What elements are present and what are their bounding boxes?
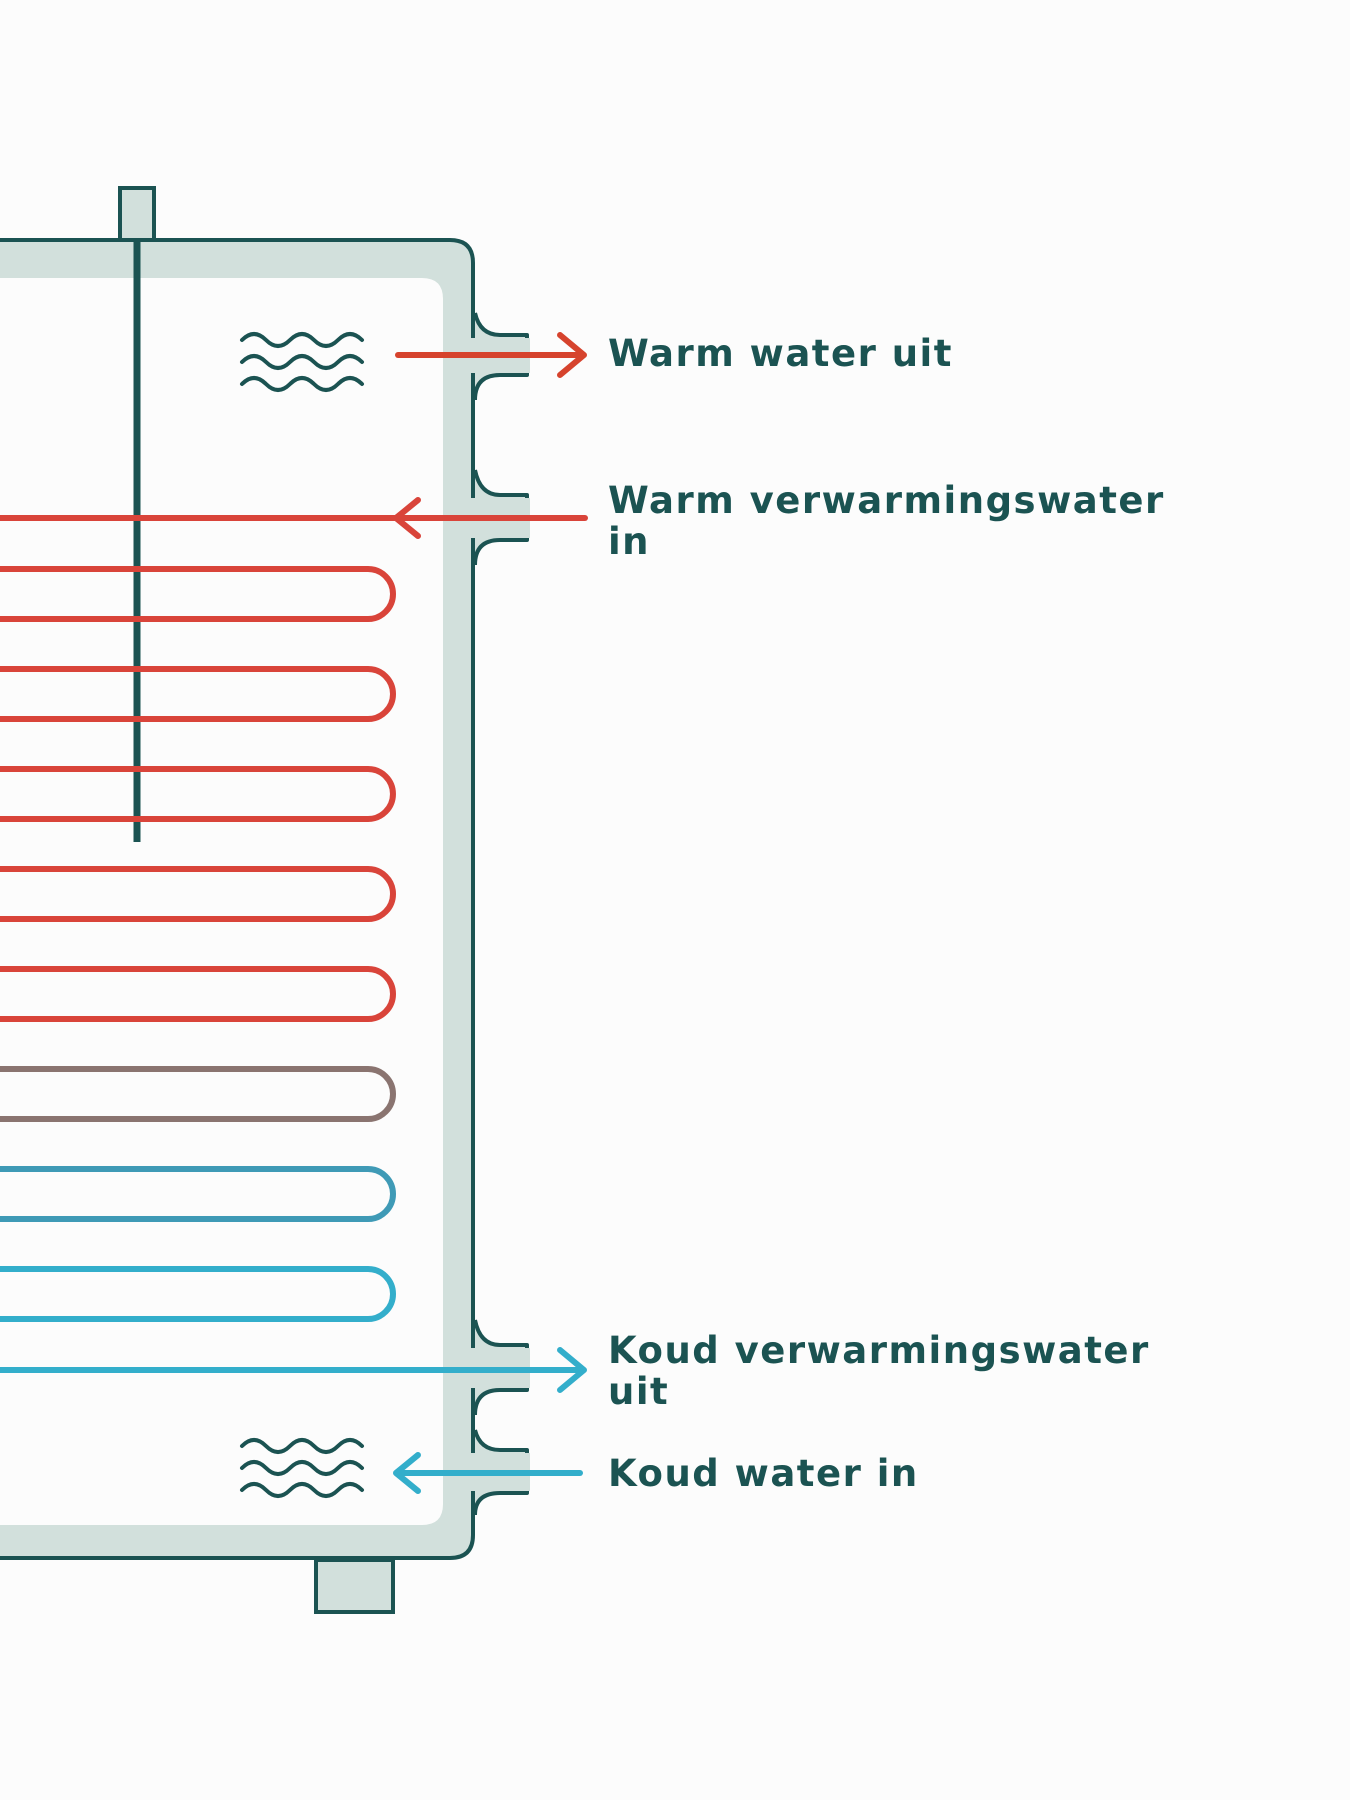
label-warm-water-out: Warm water uit xyxy=(608,332,953,375)
flow-arrows xyxy=(393,332,587,1494)
arrow-warm-water-out-head xyxy=(557,332,587,378)
coil-loop-4 xyxy=(0,866,396,922)
water-waves-icon xyxy=(240,1438,364,1498)
water-waves-icon xyxy=(240,332,364,392)
coil-loop-1 xyxy=(0,566,396,622)
drain-fitting xyxy=(314,1558,395,1614)
heating-coil xyxy=(0,515,588,1373)
arrow-cold-water-in-head xyxy=(393,1452,421,1494)
label-cold-heating-out: Koud verwarmingswater uit xyxy=(608,1329,1150,1413)
arrow-cold-heating-out-head xyxy=(557,1347,587,1393)
tank-interior xyxy=(0,278,443,1525)
coil-loop-2 xyxy=(0,666,396,722)
coil-loop-6 xyxy=(0,1066,396,1122)
coil-loop-7 xyxy=(0,1166,396,1222)
coil-loop-5 xyxy=(0,966,396,1022)
tank-outline xyxy=(0,238,475,1560)
arrow-warm-heating-in-head xyxy=(393,497,421,539)
label-cold-water-in: Koud water in xyxy=(608,1452,919,1495)
sensor-fitting xyxy=(118,186,156,242)
coil-loop-8 xyxy=(0,1266,396,1322)
coil-loop-3 xyxy=(0,766,396,822)
label-warm-heating-in: Warm verwarmingswater in xyxy=(608,479,1165,563)
